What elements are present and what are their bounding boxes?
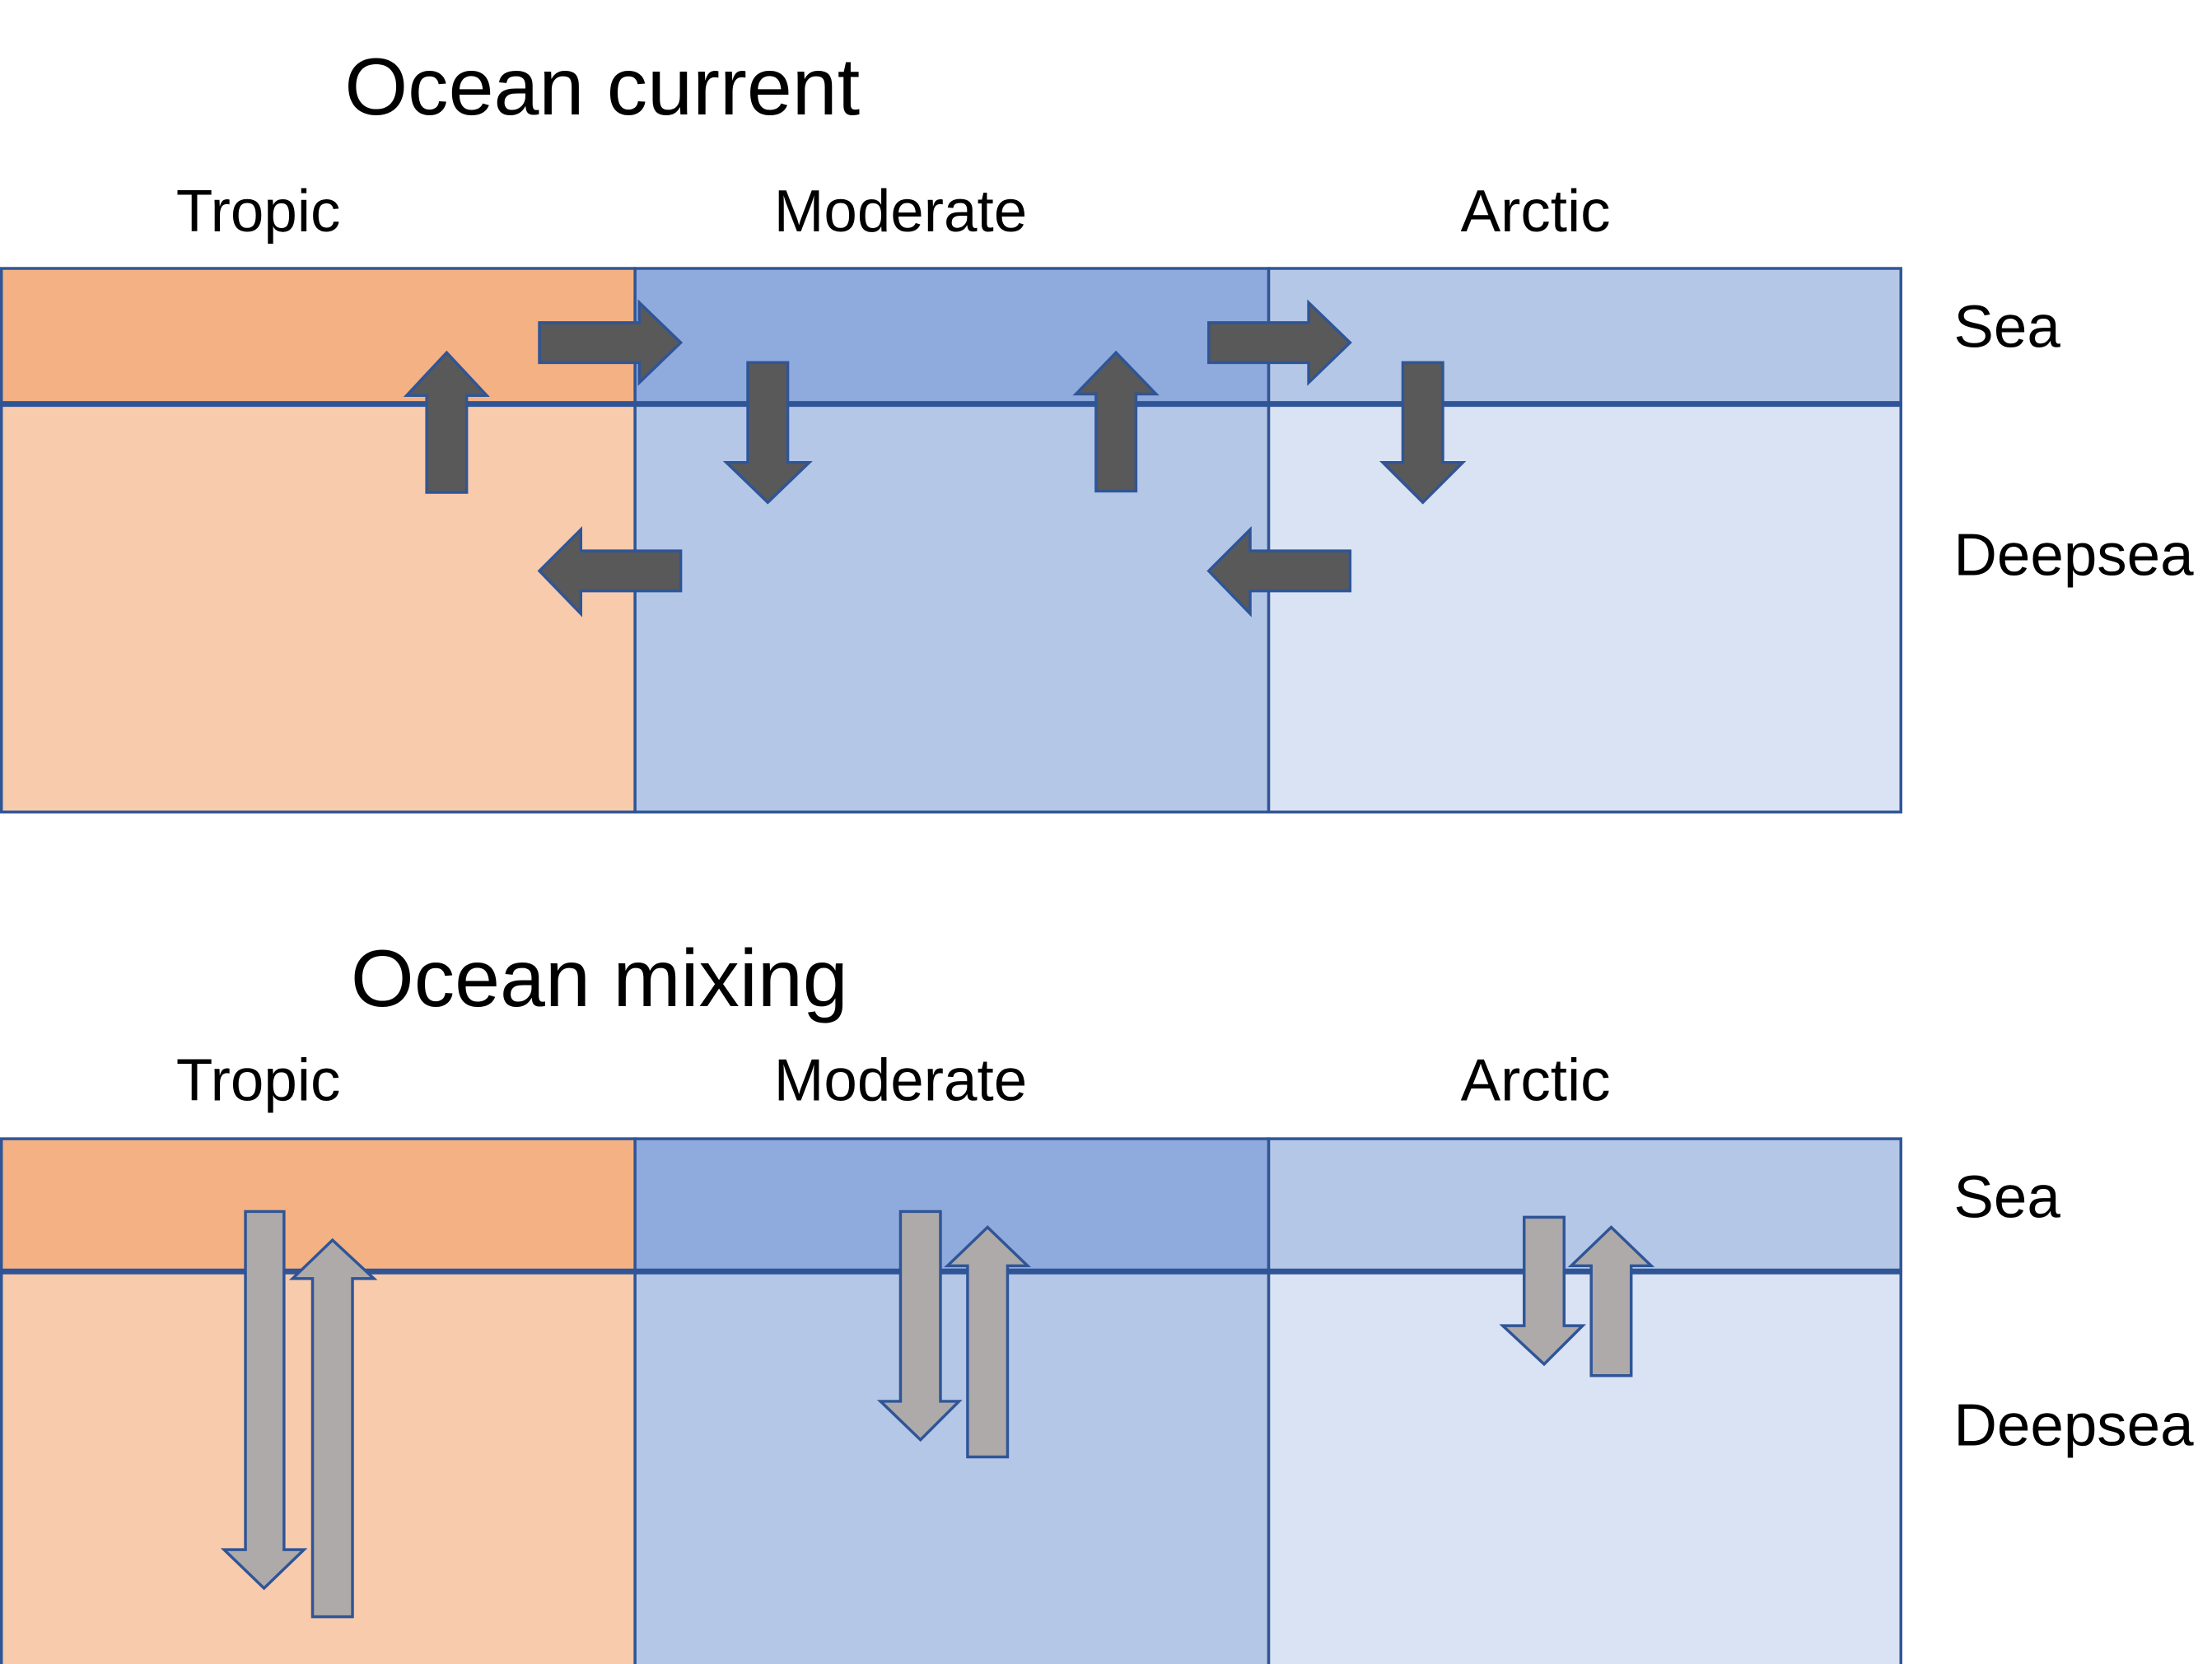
current-arrow-arctic-down (1379, 361, 1467, 505)
zone-label-tropic: Tropic (176, 178, 340, 245)
mixing-arrow-tropic-down (220, 1210, 308, 1591)
panel-title-ocean-mixing: Ocean mixing (351, 933, 848, 1023)
zone-label-moderate: Moderate (774, 1046, 1027, 1113)
moderate-deepsea-cell (633, 1270, 1271, 1664)
current-arrow-tropic-to-moderate (538, 299, 684, 386)
tropic-sea-cell (0, 1137, 637, 1273)
mixing-arrow-moderate-down (876, 1210, 963, 1443)
arctic-sea-cell (1267, 267, 1902, 406)
mixing-arrow-moderate-up (944, 1225, 1031, 1459)
zone-label-tropic: Tropic (176, 1046, 340, 1113)
layer-label-sea: Sea (1953, 293, 2060, 360)
tropic-sea-cell (0, 267, 637, 406)
mixing-arrow-arctic-up (1567, 1225, 1655, 1377)
panel-title-ocean-current: Ocean current (344, 41, 860, 132)
current-arrow-moderate-to-tropic (537, 525, 683, 618)
layer-label-deepsea: Deepsea (1953, 1392, 2194, 1459)
current-arrow-moderate-up (1072, 350, 1160, 493)
layer-label-sea: Sea (1953, 1163, 2060, 1230)
arctic-deepsea-cell (1267, 1270, 1902, 1664)
layer-label-deepsea: Deepsea (1953, 522, 2194, 589)
mixing-arrow-arctic-down (1499, 1215, 1586, 1367)
current-arrow-moderate-to-arctic (1207, 299, 1352, 386)
current-arrow-arctic-to-moderate (1206, 525, 1352, 618)
current-arrow-tropic-up (403, 350, 490, 494)
zone-label-arctic: Arctic (1461, 1046, 1611, 1113)
moderate-sea-cell (633, 1137, 1271, 1273)
panel-ocean-current: Ocean current Tropic Moderate Arctic Sea… (0, 41, 2194, 813)
arctic-sea-cell (1267, 1137, 1902, 1273)
tropic-deepsea-cell (0, 402, 637, 813)
moderate-sea-cell (633, 267, 1271, 406)
panel-ocean-mixing: Ocean mixing Tropic Moderate Arctic Sea … (0, 933, 2194, 1664)
arctic-deepsea-cell (1267, 402, 1902, 813)
zone-label-moderate: Moderate (774, 178, 1027, 245)
current-arrow-moderate-down (722, 361, 813, 505)
mixing-arrow-tropic-up (288, 1238, 378, 1619)
zone-label-arctic: Arctic (1461, 178, 1611, 245)
